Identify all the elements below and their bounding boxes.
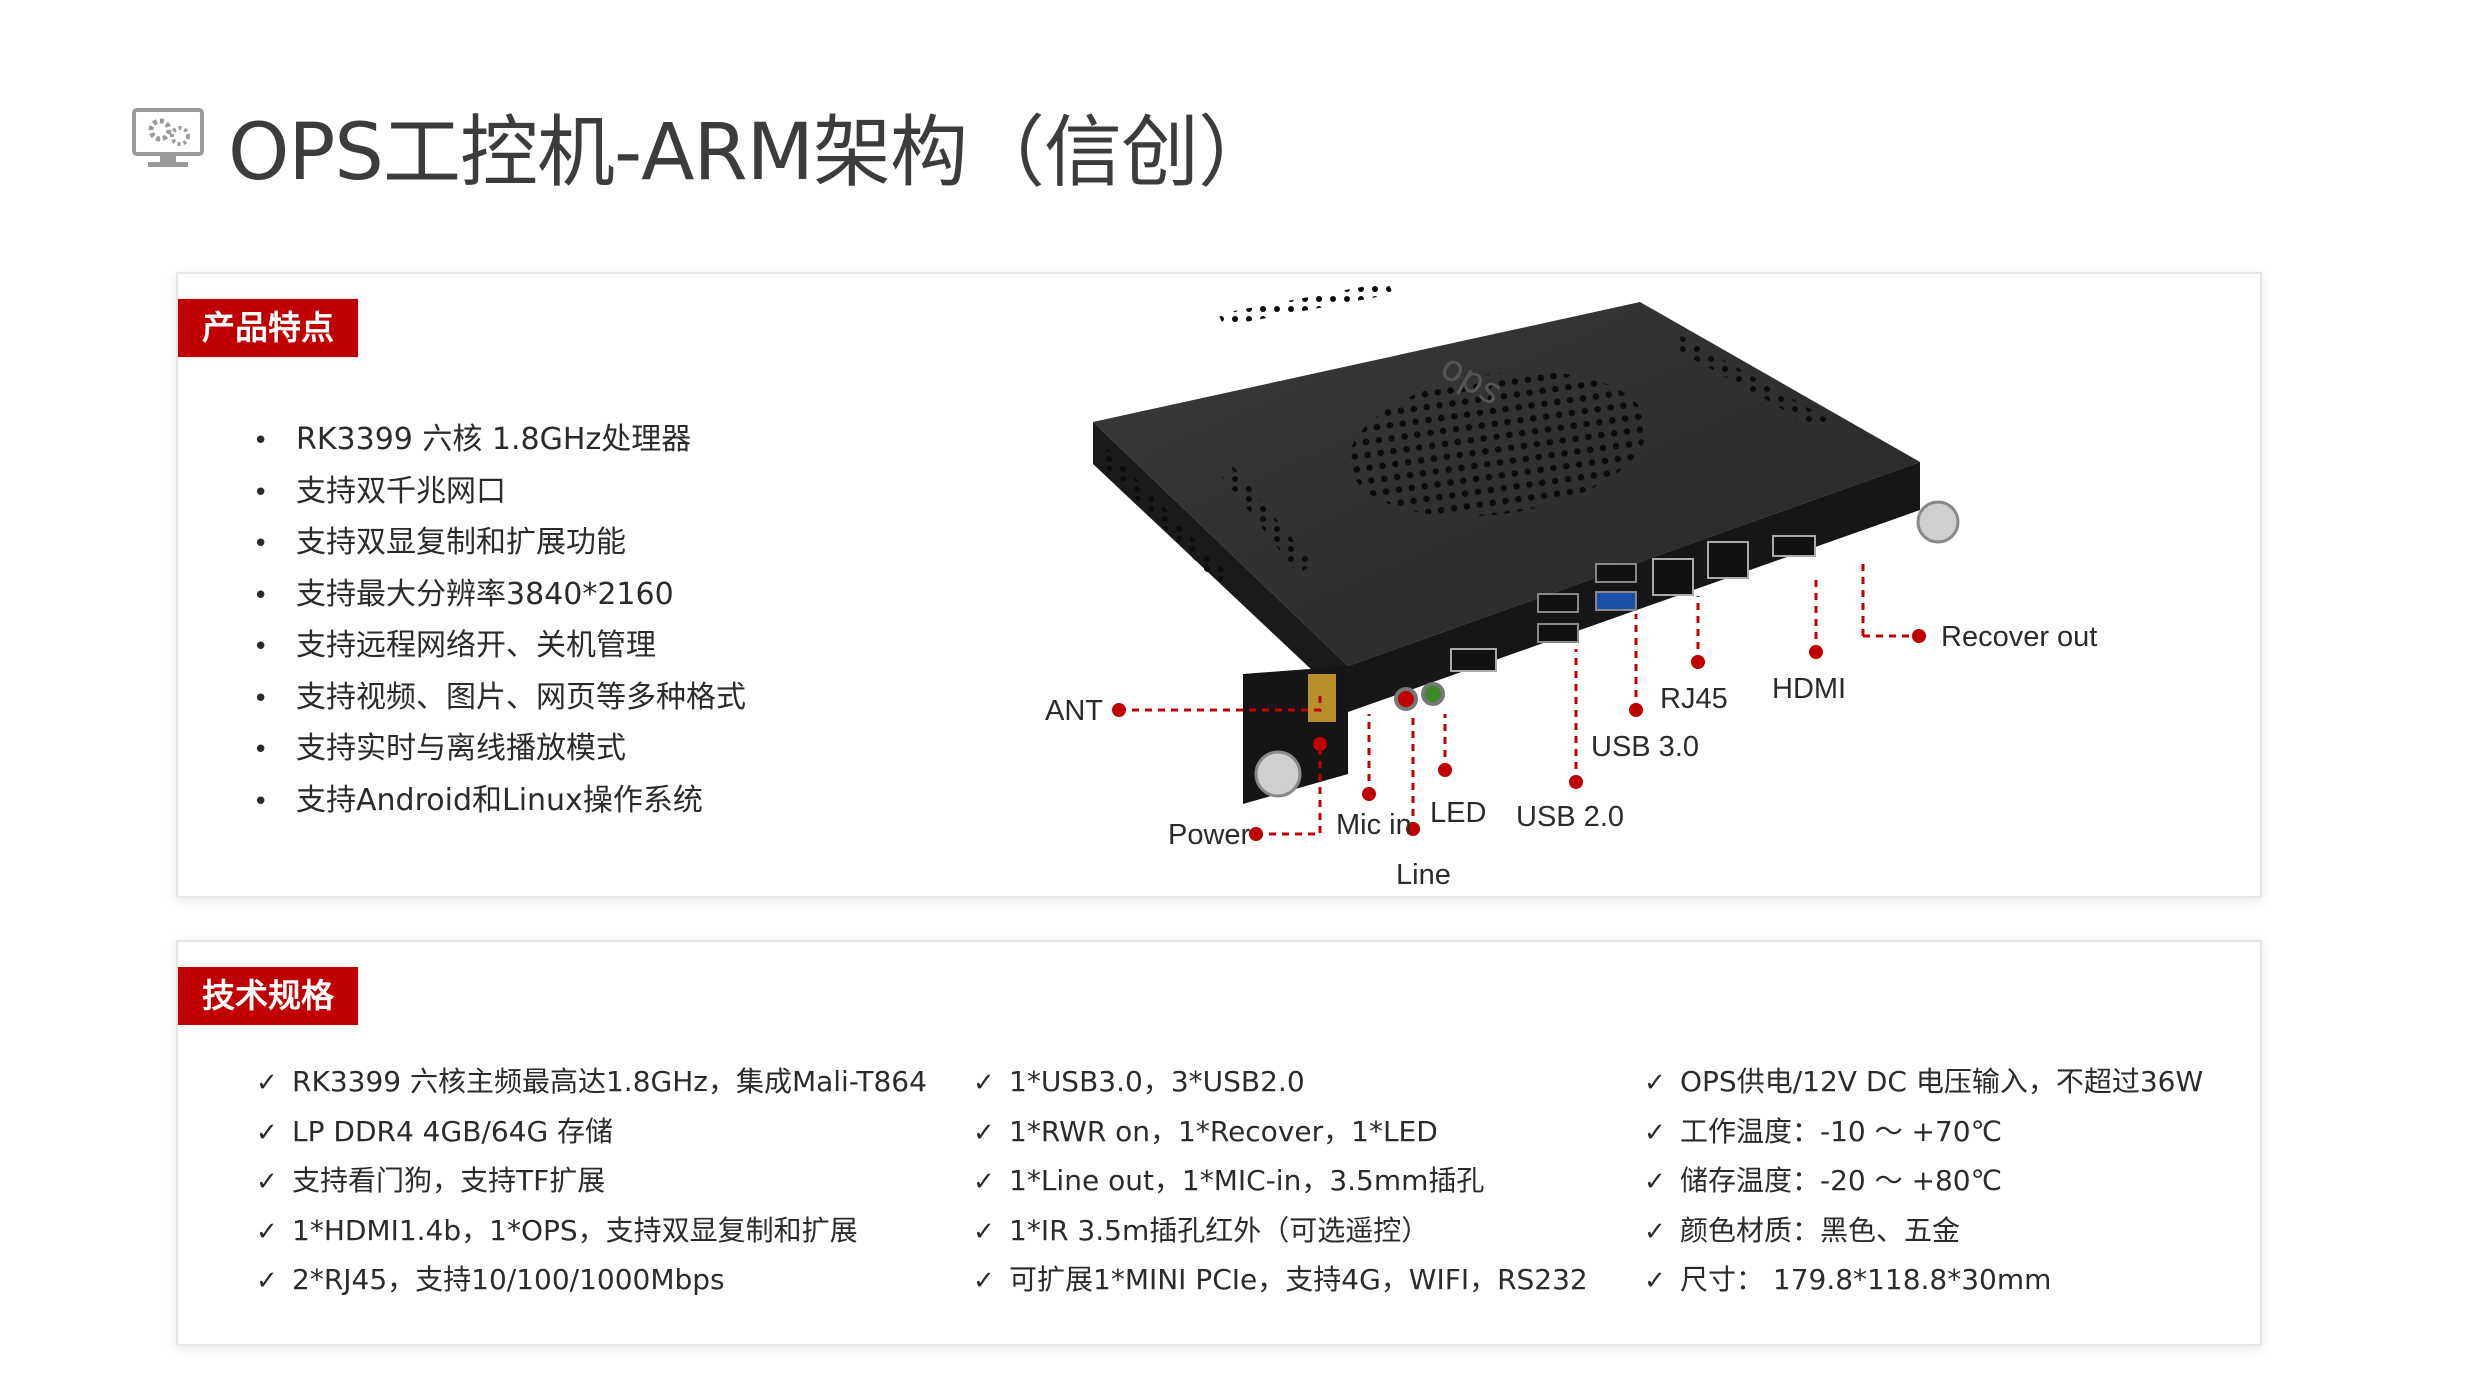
features-list: •RK3399 六核 1.8GHz处理器 •支持双千兆网口 •支持双显复制和扩展… bbox=[253, 414, 746, 826]
usb2-port-1 bbox=[1537, 593, 1579, 613]
mic-jack bbox=[1394, 687, 1418, 711]
label-power: Power bbox=[1168, 819, 1251, 851]
label-usb3: USB 3.0 bbox=[1591, 731, 1699, 763]
label-mic-in: Mic in bbox=[1336, 809, 1412, 841]
check-icon: ✓ bbox=[256, 1117, 278, 1148]
spec-item: ✓1*Line out，1*MIC-in，3.5mm插孔 bbox=[973, 1156, 1588, 1206]
check-icon: ✓ bbox=[256, 1167, 278, 1197]
feature-item: •支持远程网络开、关机管理 bbox=[253, 628, 656, 663]
spec-item: ✓LP DDR4 4GB/64G 存储 bbox=[256, 1107, 927, 1157]
check-icon: ✓ bbox=[256, 1266, 278, 1296]
spec-item: ✓2*RJ45，支持10/100/1000Mbps bbox=[256, 1255, 927, 1305]
monitor-gear-icon bbox=[132, 108, 204, 167]
page-title: OPS工控机-ARM架构（信创） bbox=[228, 108, 1276, 198]
spec-column-2: ✓1*USB3.0，3*USB2.0 ✓1*RWR on，1*Recover，1… bbox=[973, 1057, 1588, 1305]
spec-item: ✓尺寸： 179.8*118.8*30mm bbox=[1644, 1255, 2203, 1305]
features-badge: 产品特点 bbox=[178, 299, 358, 357]
features-card: 产品特点 •RK3399 六核 1.8GHz处理器 •支持双千兆网口 •支持双显… bbox=[176, 272, 2262, 898]
check-icon: ✓ bbox=[973, 1167, 995, 1197]
spec-item: ✓1*RWR on，1*Recover，1*LED bbox=[973, 1107, 1588, 1157]
device-body: ops bbox=[1093, 282, 1960, 804]
label-ant: ANT bbox=[1045, 695, 1103, 727]
spec-item: ✓可扩展1*MINI PCIe，支持4G，WIFI，RS232 bbox=[973, 1255, 1588, 1305]
line-jack bbox=[1421, 682, 1445, 706]
feature-item: •支持双显复制和扩展功能 bbox=[253, 525, 626, 560]
spec-item: ✓颜色材质：黑色、五金 bbox=[1644, 1206, 2203, 1256]
feature-item: •RK3399 六核 1.8GHz处理器 bbox=[253, 422, 692, 457]
check-icon: ✓ bbox=[256, 1216, 278, 1247]
feature-item: •支持实时与离线播放模式 bbox=[253, 731, 626, 766]
check-icon: ✓ bbox=[973, 1117, 995, 1148]
check-icon: ✓ bbox=[1644, 1167, 1666, 1197]
callout-dots bbox=[1112, 629, 1926, 841]
thumb-screw-left bbox=[1254, 750, 1302, 798]
label-hdmi: HDMI bbox=[1772, 673, 1846, 705]
rj45-port-2 bbox=[1707, 541, 1749, 579]
spec-item: ✓OPS供电/12V DC 电压输入，不超过36W bbox=[1644, 1057, 2203, 1107]
check-icon: ✓ bbox=[973, 1216, 995, 1247]
check-icon: ✓ bbox=[1644, 1117, 1666, 1148]
usb2-port-2 bbox=[1537, 623, 1579, 643]
label-rj45: RJ45 bbox=[1660, 683, 1728, 715]
check-icon: ✓ bbox=[1644, 1266, 1666, 1296]
spec-item: ✓支持看门狗，支持TF扩展 bbox=[256, 1156, 927, 1206]
hdmi-port-left bbox=[1450, 648, 1497, 672]
check-icon: ✓ bbox=[1644, 1068, 1666, 1098]
label-line: Line bbox=[1396, 859, 1451, 891]
thumb-screw-right bbox=[1916, 500, 1960, 544]
label-usb2: USB 2.0 bbox=[1516, 801, 1624, 833]
spec-item: ✓RK3399 六核主频最高达1.8GHz，集成Mali-T864 bbox=[256, 1057, 927, 1107]
specs-card: 技术规格 ✓RK3399 六核主频最高达1.8GHz，集成Mali-T864 ✓… bbox=[176, 940, 2262, 1346]
label-recover-out: Recover out bbox=[1941, 621, 2097, 653]
feature-item: •支持Android和Linux操作系统 bbox=[253, 782, 703, 818]
spec-item: ✓1*IR 3.5m插孔红外（可选遥控） bbox=[973, 1206, 1588, 1256]
specs-badge: 技术规格 bbox=[178, 967, 358, 1025]
check-icon: ✓ bbox=[1644, 1216, 1666, 1247]
spec-item: ✓工作温度：-10 ～ +70℃ bbox=[1644, 1107, 2203, 1157]
feature-item: •支持视频、图片、网页等多种格式 bbox=[253, 679, 746, 715]
spec-item: ✓1*USB3.0，3*USB2.0 bbox=[973, 1057, 1588, 1107]
usb3-port bbox=[1595, 591, 1637, 611]
callout-lines bbox=[1119, 564, 1919, 836]
ops-device-diagram: ops bbox=[1045, 282, 2097, 891]
feature-item: •支持双千兆网口 bbox=[253, 473, 506, 509]
label-led: LED bbox=[1430, 797, 1486, 829]
antenna-connector bbox=[1308, 674, 1336, 722]
check-icon: ✓ bbox=[973, 1266, 995, 1296]
spec-column-3: ✓OPS供电/12V DC 电压输入，不超过36W ✓工作温度：-10 ～ +7… bbox=[1644, 1057, 2203, 1305]
check-icon: ✓ bbox=[256, 1068, 278, 1098]
spec-column-1: ✓RK3399 六核主频最高达1.8GHz，集成Mali-T864 ✓LP DD… bbox=[256, 1057, 927, 1305]
check-icon: ✓ bbox=[973, 1068, 995, 1098]
spec-item: ✓储存温度：-20 ～ +80℃ bbox=[1644, 1156, 2203, 1206]
rj45-port-1 bbox=[1652, 558, 1694, 596]
feature-item: •支持最大分辨率3840*2160 bbox=[253, 576, 674, 612]
hdmi-port-right bbox=[1772, 535, 1816, 557]
spec-item: ✓1*HDMI1.4b，1*OPS，支持双显复制和扩展 bbox=[256, 1206, 927, 1256]
